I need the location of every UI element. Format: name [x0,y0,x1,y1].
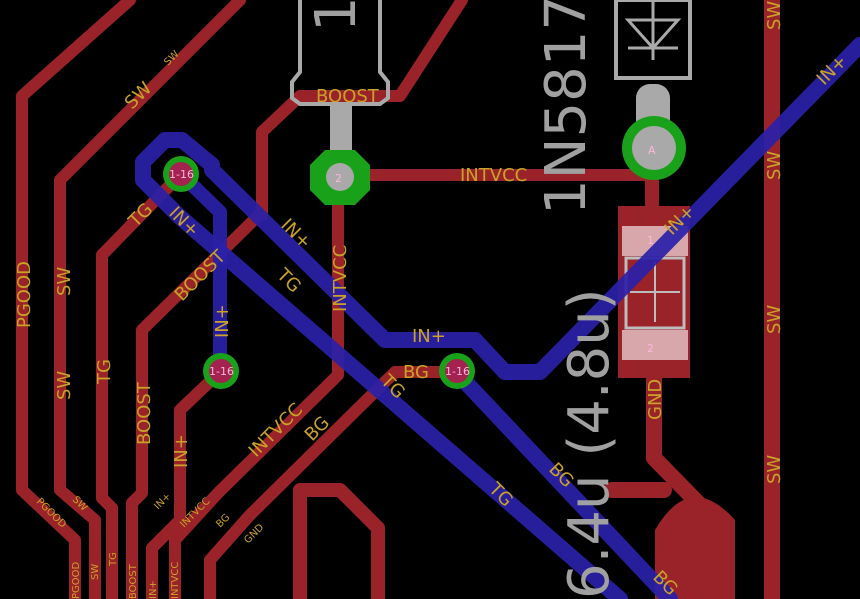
via-top-left[interactable]: 1-16 [163,156,199,192]
diode-anode-pad[interactable]: A [622,116,686,180]
smd-pad-2-label: 2 [647,342,654,355]
label-inplus-1: IN+ [171,434,192,468]
label-sw-r2: SW [764,151,785,180]
svg-text:1-16: 1-16 [209,365,234,378]
svg-text:2: 2 [335,172,342,185]
label-sw-1: SW [54,267,75,296]
trace-boost-top [256,0,468,221]
label-boost-top: BOOST [316,86,380,107]
svg-text:1-16: 1-16 [445,365,470,378]
trace-sw-left [54,0,246,599]
inductor-value: 6.4u (4.8u) [557,288,622,599]
trace-inplus-bottom [135,37,860,599]
cap-label: 1 [304,0,369,32]
label-bg-mid: BG [403,362,429,383]
label-gnd: GND [645,379,666,420]
label-intvcc-2: INTVCC [245,399,307,461]
silkscreen-layer: 1 1N5817 6.4u (4.8u) [290,0,692,599]
label-inplus-mid: IN+ [412,326,446,347]
smd-pad-2[interactable] [622,330,688,360]
vias: 1-16 1-16 1-16 2 A 1 2 [163,116,686,389]
small-label-tg-v: TG [108,552,119,567]
trace-inplus-branch [175,168,227,379]
via-bg[interactable]: 1-16 [439,353,475,389]
trace-boost-left [126,206,268,599]
small-label-inplus-v: IN+ [148,580,159,599]
trace-gnd [646,362,708,513]
label-sw-2: SW [54,371,75,400]
label-pgood: PGOOD [14,261,35,328]
net-labels: PGOOD SW SW TG BOOST IN+ IN+ INTVCC GND … [14,1,851,599]
small-label-intvcc-v: INTVCC [170,562,181,599]
cap-pad-2[interactable]: 2 [310,150,370,205]
label-inplus-2: IN+ [212,304,233,338]
trace-bg-left [204,366,462,599]
trace-tg-left [96,169,186,599]
trace-bg-bottom [448,364,678,599]
small-label-sw-v: SW [90,564,101,580]
svg-text:1-16: 1-16 [169,168,194,181]
small-label-pgood-v: PGOOD [71,561,82,599]
label-sw-r1: SW [764,1,785,30]
gnd-pad-pour [655,497,735,599]
svg-text:A: A [648,144,656,157]
top-copper-layer [16,0,780,599]
small-label-inplus: IN+ [152,491,173,512]
label-tg-1: TG [94,359,115,385]
diode-outline [614,0,692,80]
trace-inplus-left [146,366,226,599]
label-sw-r4: SW [764,455,785,484]
label-intvcc-top: INTVCC [460,165,527,186]
bottom-copper-layer [135,37,860,599]
small-label-boost-v: BOOST [128,563,139,599]
diode-part-number: 1N5817 [534,0,599,215]
small-label-bg: BG [214,512,232,530]
label-sw-r3: SW [764,305,785,334]
label-intvcc-1: INTVCC [330,245,351,312]
trace-pgood [16,0,136,599]
cap-lead [330,104,352,164]
trace-intvcc-left [169,169,344,599]
smd-pad-1-label: 1 [647,234,654,247]
trace-bottom-loop [293,483,385,599]
label-boost-1: BOOST [134,381,155,445]
via-mid-left[interactable]: 1-16 [203,353,239,389]
